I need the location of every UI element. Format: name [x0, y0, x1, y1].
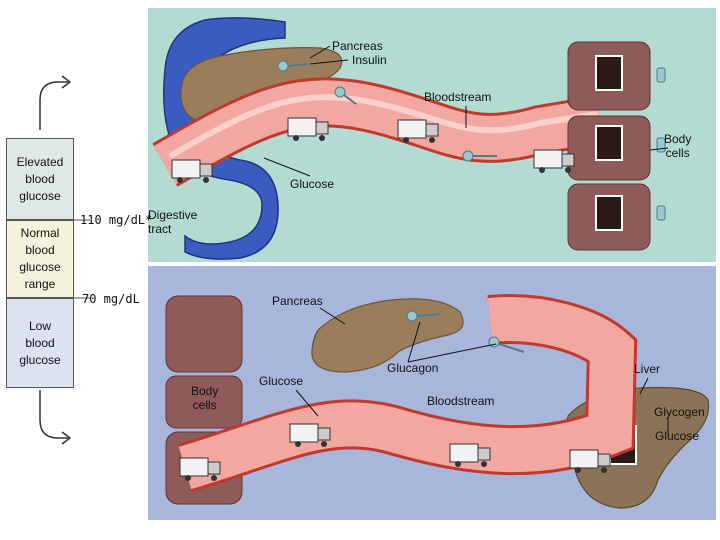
bottom-pancreas	[311, 298, 464, 373]
top-body-cells-label: Body cells	[664, 132, 692, 160]
normal-glucose-box: Normal blood glucose range	[6, 220, 74, 298]
top-bloodstream-highlight	[168, 94, 599, 159]
top-bloodstream-inner	[153, 80, 604, 185]
lock-icon	[656, 67, 666, 83]
leader-line	[309, 45, 331, 59]
up-feedback-arrow	[39, 81, 68, 130]
threshold-70-label: 70 mg/dL	[82, 292, 140, 306]
glucose-truck-icon	[569, 449, 611, 473]
glucose-truck-icon	[289, 423, 331, 447]
glucose-truck-icon	[449, 443, 491, 467]
elevated-glucose-box: Elevated blood glucose	[6, 138, 74, 220]
leader-line	[295, 389, 319, 417]
glucose-truck-icon	[533, 149, 575, 173]
body-cell	[165, 295, 243, 373]
body-cell	[165, 375, 243, 429]
top-pancreas-label: Pancreas	[332, 39, 383, 53]
cell-door	[595, 125, 623, 161]
bottom-glucose-label: Glucose	[259, 374, 304, 388]
insulin-key-icon	[277, 60, 309, 72]
leader-line	[319, 307, 346, 325]
glycogen-label: Glycogen	[654, 405, 705, 419]
digestive-tract-label: Digestive tract	[148, 208, 198, 236]
threshold-110-label: 110 mg/dL*	[80, 213, 153, 227]
down-arrowhead	[61, 431, 72, 445]
glucose-truck-icon	[179, 457, 221, 481]
leader-line	[309, 59, 349, 65]
down-feedback-arrow	[39, 390, 68, 439]
bottom-body-cells-label: Body cells	[191, 384, 219, 412]
bottom-bloodstream-label: Bloodstream	[427, 394, 495, 408]
bottom-pancreas-label: Pancreas	[272, 294, 323, 308]
cell-door	[595, 55, 623, 91]
leader-line	[407, 321, 421, 363]
glucagon-label: Glucagon	[387, 361, 439, 375]
liver-label: Liver	[634, 362, 661, 376]
cell-door	[595, 195, 623, 231]
low-glucose-box: Low blood glucose	[6, 298, 74, 388]
leader-line	[407, 343, 497, 363]
glucose-store-label: Glucose	[655, 429, 700, 443]
leader-line	[639, 377, 649, 395]
glucagon-key-icon	[406, 310, 441, 322]
glucose-truck-icon	[171, 159, 213, 183]
insulin-label: Insulin	[352, 53, 387, 67]
insulin-key-icon	[334, 86, 357, 105]
top-bloodstream-label: Bloodstream	[424, 90, 492, 104]
top-body-cells	[567, 41, 666, 251]
glucose-truck-icon	[287, 117, 329, 141]
lock-icon	[656, 205, 666, 221]
leader-line	[263, 157, 311, 177]
up-arrowhead	[61, 75, 72, 89]
glucose-truck-icon	[397, 119, 439, 143]
top-glucose-label: Glucose	[290, 177, 335, 191]
insulin-key-icon	[462, 150, 497, 162]
leader-line	[649, 147, 669, 151]
